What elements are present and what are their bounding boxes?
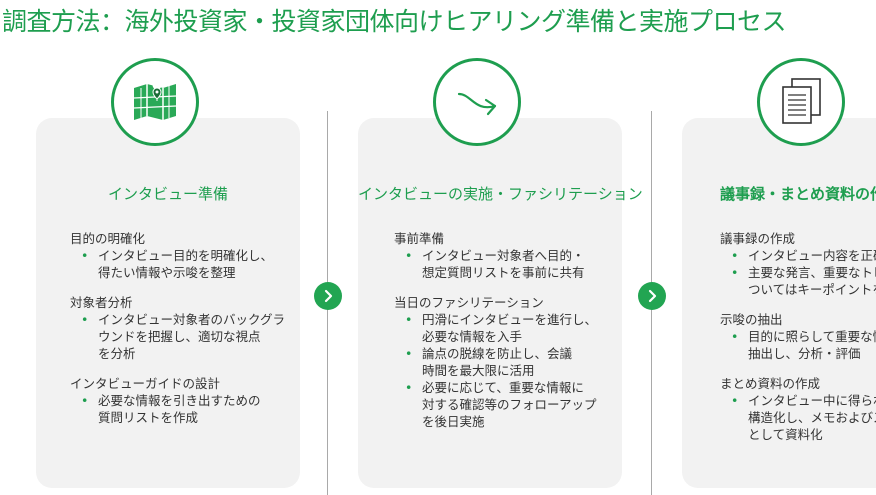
card-interview-execution: インタビューの実施・ファシリテーション 事前準備 インタビュー対象者へ目的・ 想… <box>358 118 643 488</box>
bullet-line: 質問リストを作成 <box>98 410 199 425</box>
bullet-line: ウンドを把握し、適切な視点 <box>98 329 261 344</box>
bullet-line: ついてはキーポイントを整 <box>748 282 876 297</box>
section: まとめ資料の作成 インタビュー中に得られた 構造化し、メモおよびス として資料化 <box>720 375 876 443</box>
section: 当日のファシリテーション 円滑にインタビューを進行し、 必要な情報を入手 論点の… <box>394 294 614 430</box>
bullet-line: として資料化 <box>748 427 823 442</box>
bullet-item: 円滑にインタビューを進行し、 必要な情報を入手 <box>394 311 614 345</box>
bullet-line: 構造化し、メモおよびス <box>748 410 876 425</box>
card-body: 目的の明確化 インタビュー目的を明確化し、 得たい情報や示唆を整理 対象者分析 … <box>70 230 292 439</box>
curved-arrow-circle <box>433 58 521 146</box>
section: インタビューガイドの設計 必要な情報を引き出すための 質問リストを作成 <box>70 375 292 426</box>
bullet-line: を分析 <box>98 346 136 361</box>
bullet-item: 論点の脱線を防止し、会議 時間を最大限に活用 <box>394 345 614 379</box>
card-body: 議事録の作成 インタビュー内容を正確に 主要な発言、重要なトピ ついてはキーポイ… <box>720 230 876 456</box>
next-arrow-icon <box>314 282 342 310</box>
bullet-item: インタビュー中に得られた 構造化し、メモおよびス として資料化 <box>720 392 876 443</box>
card-minutes-summary: 議事録・まとめ資料の作 議事録の作成 インタビュー内容を正確に 主要な発言、重要… <box>682 118 876 488</box>
section: 事前準備 インタビュー対象者へ目的・ 想定質問リストを事前に共有 <box>394 230 614 281</box>
card-title: 議事録・まとめ資料の作 <box>720 185 876 203</box>
bullet-line: 必要に応じて、重要な情報に <box>422 380 584 395</box>
page-title: 調査方法：海外投資家・投資家団体向けヒアリング準備と実施プロセス <box>2 7 787 36</box>
section-heading: 示唆の抽出 <box>720 312 783 327</box>
section-heading: 事前準備 <box>394 231 445 246</box>
bullet-line: 円滑にインタビューを進行し、 <box>422 312 598 327</box>
bullet-item: 主要な発言、重要なトピ ついてはキーポイントを整 <box>720 264 876 298</box>
bullet-item: 必要な情報を引き出すための 質問リストを作成 <box>70 392 292 426</box>
card-interview-preparation: インタビュー準備 目的の明確化 インタビュー目的を明確化し、 得たい情報や示唆を… <box>36 118 300 488</box>
map-icon <box>133 82 177 120</box>
card-title: インタビュー準備 <box>107 185 228 203</box>
bullet-line: インタビュー内容を正確に <box>748 248 876 263</box>
section-heading: 目的の明確化 <box>70 231 146 246</box>
curved-arrow-icon <box>457 92 497 116</box>
bullet-item: インタビュー内容を正確に <box>720 247 876 264</box>
bullet-item: 目的に照らして重要な情 抽出し、分析・評価 <box>720 328 876 362</box>
bullet-line: インタビュー中に得られた <box>748 393 876 408</box>
card-body: 事前準備 インタビュー対象者へ目的・ 想定質問リストを事前に共有 当日のファシリ… <box>394 230 614 443</box>
bullet-line: 時間を最大限に活用 <box>422 363 535 378</box>
bullet-line: 主要な発言、重要なトピ <box>748 265 876 280</box>
section: 示唆の抽出 目的に照らして重要な情 抽出し、分析・評価 <box>720 311 876 362</box>
next-arrow-icon <box>638 282 666 310</box>
bullet-line: 抽出し、分析・評価 <box>748 346 861 361</box>
bullet-item: 必要に応じて、重要な情報に 対する確認等のフォローアップ を後日実施 <box>394 379 614 430</box>
bullet-line: 論点の脱線を防止し、会議 <box>422 346 573 361</box>
bullet-line: インタビュー目的を明確化し、 <box>98 248 274 263</box>
section-heading: インタビューガイドの設計 <box>70 376 221 391</box>
bullet-line: 得たい情報や示唆を整理 <box>98 265 236 280</box>
bullet-line: 対する確認等のフォローアップ <box>422 397 597 412</box>
bullet-line: 必要な情報を入手 <box>422 329 523 344</box>
bullet-item: インタビュー対象者へ目的・ 想定質問リストを事前に共有 <box>394 247 614 281</box>
bullet-item: インタビュー対象者のバックグラ ウンドを把握し、適切な視点 を分析 <box>70 311 292 362</box>
card-title: インタビューの実施・ファシリテーション <box>358 185 643 203</box>
bullet-item: インタビュー目的を明確化し、 得たい情報や示唆を整理 <box>70 247 292 281</box>
section: 議事録の作成 インタビュー内容を正確に 主要な発言、重要なトピ ついてはキーポイ… <box>720 230 876 298</box>
bullet-line: インタビュー対象者へ目的・ <box>422 248 585 263</box>
bullet-line: インタビュー対象者のバックグラ <box>98 312 286 327</box>
section-heading: 当日のファシリテーション <box>394 295 544 310</box>
section-heading: 対象者分析 <box>70 295 133 310</box>
documents-icon <box>782 78 821 124</box>
section: 目的の明確化 インタビュー目的を明確化し、 得たい情報や示唆を整理 <box>70 230 292 281</box>
map-icon-circle <box>111 58 199 146</box>
bullet-line: 必要な情報を引き出すための <box>98 393 261 408</box>
documents-circle <box>757 58 845 146</box>
bullet-line: 想定質問リストを事前に共有 <box>422 265 585 280</box>
bullet-line: を後日実施 <box>422 414 485 429</box>
section-heading: 議事録の作成 <box>720 231 796 246</box>
section: 対象者分析 インタビュー対象者のバックグラ ウンドを把握し、適切な視点 を分析 <box>70 294 292 362</box>
bullet-line: 目的に照らして重要な情 <box>748 329 876 344</box>
section-heading: まとめ資料の作成 <box>720 376 821 391</box>
